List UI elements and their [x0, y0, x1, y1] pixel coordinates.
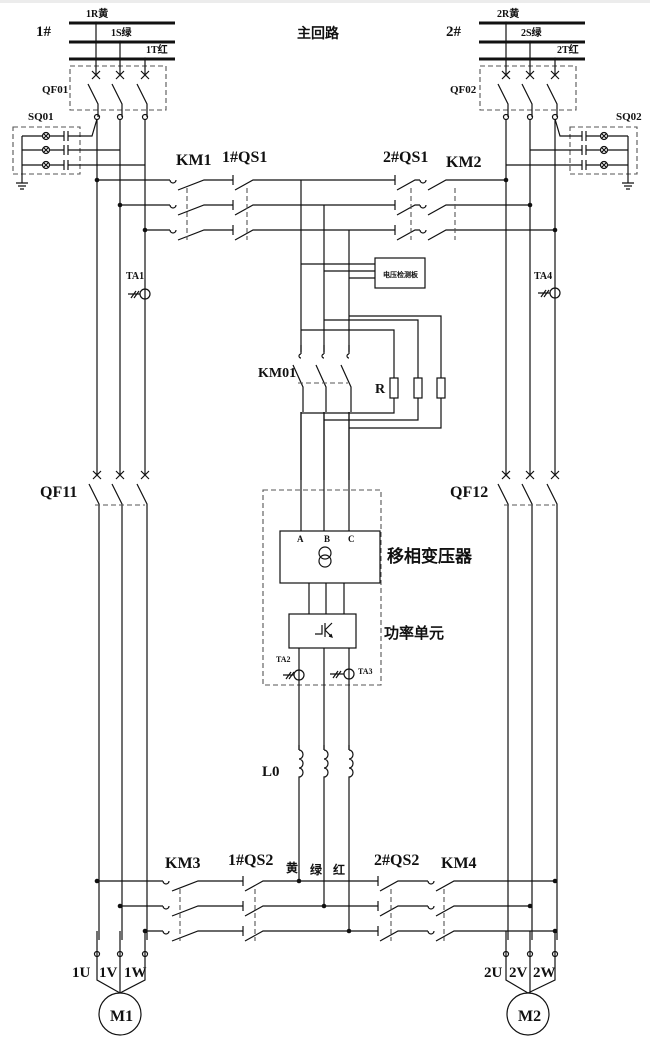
ta4-current-transformer-icon	[538, 287, 561, 299]
phase-2r: 2R黄	[497, 7, 519, 20]
km1-label: KM1	[176, 152, 212, 169]
sq01-label: SQ01	[28, 111, 54, 123]
voltage-board-label: 电压检测板	[383, 270, 419, 279]
km4-label: KM4	[441, 855, 477, 872]
motor-m1-label: M1	[110, 1008, 133, 1025]
left-feeders	[88, 119, 150, 940]
km01-contacts	[292, 345, 356, 480]
terminal-b: B	[324, 534, 330, 544]
terminal-c: C	[348, 534, 355, 544]
ta3-current-transformer-icon	[330, 668, 355, 680]
qf02-box	[479, 65, 577, 111]
source-1-label: 1#	[36, 24, 52, 40]
ta2-current-transformer-icon	[283, 669, 305, 681]
qf01-breaker-contacts	[87, 23, 150, 117]
resistor-icon	[389, 377, 399, 399]
phase-shift-transformer	[279, 530, 381, 584]
phase-1r: 1R黄	[86, 7, 108, 20]
resistor-label: R	[375, 382, 386, 397]
ta4-label: TA4	[534, 271, 552, 282]
qf01-box	[69, 65, 167, 111]
igbt-icon	[315, 622, 333, 638]
lower-switch-contacts	[97, 840, 555, 942]
qf11-label: QF11	[40, 484, 77, 501]
motor-m1-wiring	[93, 931, 149, 994]
phase-1s: 1S绿	[111, 26, 133, 39]
upper-switch-contacts	[97, 175, 555, 241]
resistor-icon	[413, 377, 423, 399]
terminal-1u: 1U	[72, 965, 91, 981]
output-color-red: 红	[333, 862, 345, 877]
qf01-label: QF01	[42, 84, 68, 96]
window-top-bar	[0, 0, 650, 3]
transformer-icon	[318, 546, 332, 568]
reactor-label: L0	[262, 764, 280, 780]
phase-2t: 2T红	[557, 43, 579, 56]
power-unit-label: 功率单元	[384, 624, 444, 642]
qs2-1-label: 1#QS2	[228, 852, 273, 869]
source-1: 1# 1R黄 1S绿 1T红 QF01 SQ01	[12, 7, 175, 190]
precharge-resistor-network	[301, 315, 446, 429]
sq02-label: SQ02	[616, 111, 642, 123]
ground-icon	[16, 136, 28, 190]
km01-label: KM01	[258, 366, 296, 381]
qs1-2-label: 2#QS1	[383, 149, 428, 166]
ta2-label: TA2	[276, 655, 291, 664]
output-color-green: 绿	[310, 862, 323, 877]
diagram-title: 主回路	[297, 25, 340, 42]
output-color-yellow: 黄	[286, 860, 298, 875]
terminal-1w: 1W	[124, 965, 147, 981]
terminal-icons	[93, 113, 149, 121]
qs2-2-label: 2#QS2	[374, 852, 419, 869]
ta1-label: TA1	[126, 271, 144, 282]
indicator-lamp-icons	[41, 131, 51, 170]
power-unit	[288, 613, 357, 649]
phase-1t: 1T红	[146, 43, 168, 56]
voltage-detection-board	[374, 257, 426, 289]
inverter-cabinet-box	[262, 489, 382, 686]
motor-m2-icon	[506, 992, 550, 1036]
motor-m2-wiring	[502, 931, 559, 994]
resistor-icon	[436, 377, 446, 399]
terminal-icons	[502, 113, 559, 121]
qf02-breaker-contacts	[497, 23, 560, 117]
transformer-label: 移相变压器	[387, 546, 473, 567]
terminal-2u: 2U	[484, 965, 503, 981]
km2-label: KM2	[446, 154, 482, 171]
source-2: 2# 2R黄 2S绿 2T红 QF02 SQ02	[446, 7, 642, 190]
km3-label: KM3	[165, 855, 201, 872]
reactor-inductor-icons	[295, 745, 355, 790]
motor-m2-label: M2	[518, 1008, 541, 1025]
qf12-label: QF12	[450, 484, 488, 501]
terminal-2w: 2W	[533, 965, 556, 981]
right-feeders	[497, 119, 560, 940]
phase-2s: 2S绿	[521, 26, 543, 39]
terminal-a: A	[297, 534, 304, 544]
ta3-label: TA3	[358, 667, 373, 676]
ground-icon	[622, 136, 634, 190]
ta1-current-transformer-icon	[128, 288, 151, 300]
terminal-2v: 2V	[509, 965, 528, 981]
indicator-lamp-icons	[599, 131, 609, 170]
motor-m1-icon	[98, 992, 142, 1036]
qs1-1-label: 1#QS1	[222, 149, 267, 166]
terminal-1v: 1V	[99, 965, 118, 981]
qf02-label: QF02	[450, 84, 477, 96]
source-2-label: 2#	[446, 24, 462, 40]
